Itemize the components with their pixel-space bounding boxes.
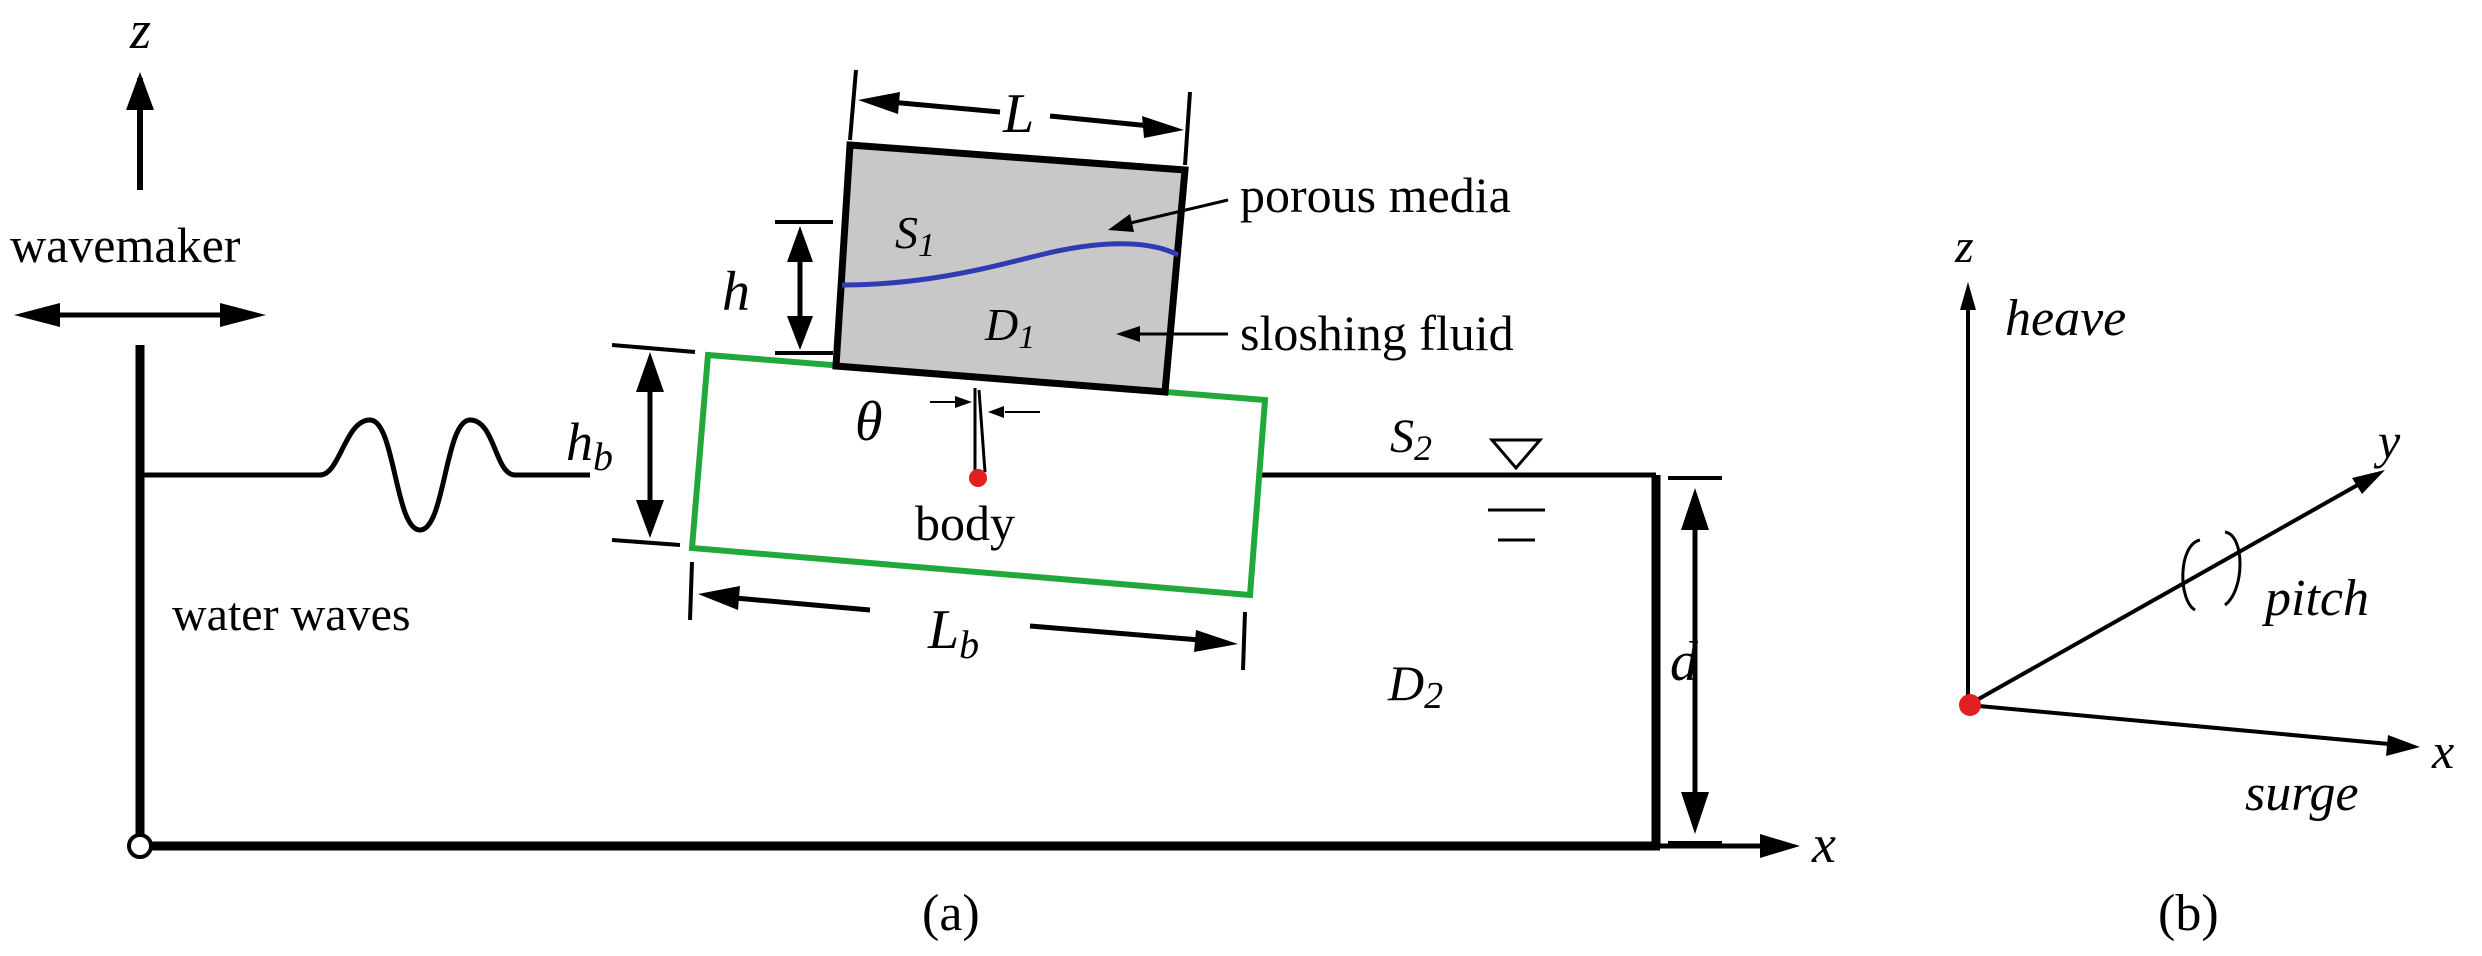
water-surface-left bbox=[140, 417, 590, 533]
tank-length-arrowhead-left bbox=[858, 92, 900, 114]
wavemaker-label: wavemaker bbox=[10, 217, 241, 273]
surface2-label: S2 bbox=[1390, 410, 1432, 468]
body-length-line-left bbox=[734, 595, 871, 613]
z-axis-arrowhead bbox=[126, 72, 154, 110]
body-height-arrowhead-top bbox=[636, 352, 664, 392]
porous-media-arrowhead bbox=[1108, 214, 1134, 232]
b-z-axis-label: z bbox=[1954, 220, 1974, 273]
body-center-point bbox=[969, 469, 987, 487]
body-length-line-right bbox=[1029, 623, 1201, 643]
panel-a: z wavemaker x water waves S2 bbox=[10, 0, 1836, 942]
x-axis-label: x bbox=[1811, 814, 1836, 874]
water-waves-label: water waves bbox=[172, 588, 411, 641]
body-length-arrowhead-right bbox=[1194, 630, 1238, 652]
domain1-label: D1 bbox=[984, 299, 1035, 356]
body-height-arrowhead-bottom bbox=[636, 500, 664, 538]
wavemaker-arrowhead-left bbox=[14, 303, 60, 327]
body-height-tick-bottom bbox=[611, 538, 681, 547]
b-y-arrowhead bbox=[2352, 470, 2385, 494]
b-x-axis-label: x bbox=[2431, 723, 2454, 779]
b-pitch-rotation-symbol bbox=[2181, 530, 2242, 612]
tank-length-line-left bbox=[889, 99, 1001, 115]
tank-length-arrowhead-right bbox=[1142, 116, 1184, 138]
porous-media-leader bbox=[1121, 198, 1229, 227]
body-length-label: Lb bbox=[927, 599, 979, 667]
sloshing-fluid-arrowhead bbox=[1116, 326, 1140, 342]
b-origin-point bbox=[1959, 694, 1981, 716]
caption-b: (b) bbox=[2158, 885, 2219, 942]
tank-length-ext-left bbox=[848, 69, 858, 141]
b-x-axis bbox=[1967, 703, 2401, 747]
depth-label: d bbox=[1670, 631, 1699, 693]
sloshing-fluid-label: sloshing fluid bbox=[1240, 305, 1514, 361]
free-surface-symbol bbox=[1488, 438, 1544, 471]
b-y-axis-label: y bbox=[2373, 413, 2401, 469]
body-height-label: hb bbox=[566, 412, 613, 479]
caption-a: (a) bbox=[922, 885, 980, 942]
body-length-arrowhead-left bbox=[698, 586, 740, 610]
tank-height-arrowhead-top bbox=[787, 226, 813, 262]
surface1-label: S1 bbox=[895, 207, 935, 264]
tank-length-line-right bbox=[1049, 113, 1151, 129]
domain2-label: D2 bbox=[1387, 655, 1443, 717]
angle-label: θ bbox=[855, 391, 883, 453]
b-surge-label: surge bbox=[2245, 765, 2359, 822]
b-pitch-label: pitch bbox=[2261, 570, 2369, 627]
wavemaker-arrowhead-right bbox=[220, 303, 266, 327]
b-y-axis bbox=[1967, 476, 2371, 707]
body-length-ext-right bbox=[1241, 611, 1247, 671]
b-heave-label: heave bbox=[2005, 290, 2126, 347]
origin-marker bbox=[127, 833, 153, 859]
angle-arrowhead-right bbox=[988, 406, 1004, 418]
tank-height-arrowhead-bottom bbox=[787, 316, 813, 350]
sloshing-tank bbox=[832, 141, 1189, 396]
body-label: body bbox=[915, 495, 1015, 551]
porous-media-label: porous media bbox=[1240, 167, 1511, 223]
tank-height-label: h bbox=[722, 261, 750, 323]
tank-length-ext-right bbox=[1183, 91, 1192, 166]
tank-free-surface bbox=[841, 241, 1180, 288]
z-axis-label: z bbox=[129, 0, 151, 60]
x-axis-arrowhead bbox=[1760, 834, 1800, 858]
b-z-arrowhead bbox=[1960, 282, 1976, 310]
body-length-ext-left bbox=[688, 561, 694, 621]
angle-tilted-line bbox=[977, 389, 987, 473]
depth-arrowhead-top bbox=[1681, 488, 1709, 530]
depth-arrowhead-bottom bbox=[1681, 792, 1709, 834]
tank-length-label: L bbox=[1002, 83, 1034, 145]
angle-arrowhead-left bbox=[955, 396, 972, 408]
body-height-tick-top bbox=[611, 343, 696, 354]
panel-b: z heave y pitch x surge (b) bbox=[1954, 220, 2454, 942]
b-x-arrowhead bbox=[2386, 735, 2420, 756]
